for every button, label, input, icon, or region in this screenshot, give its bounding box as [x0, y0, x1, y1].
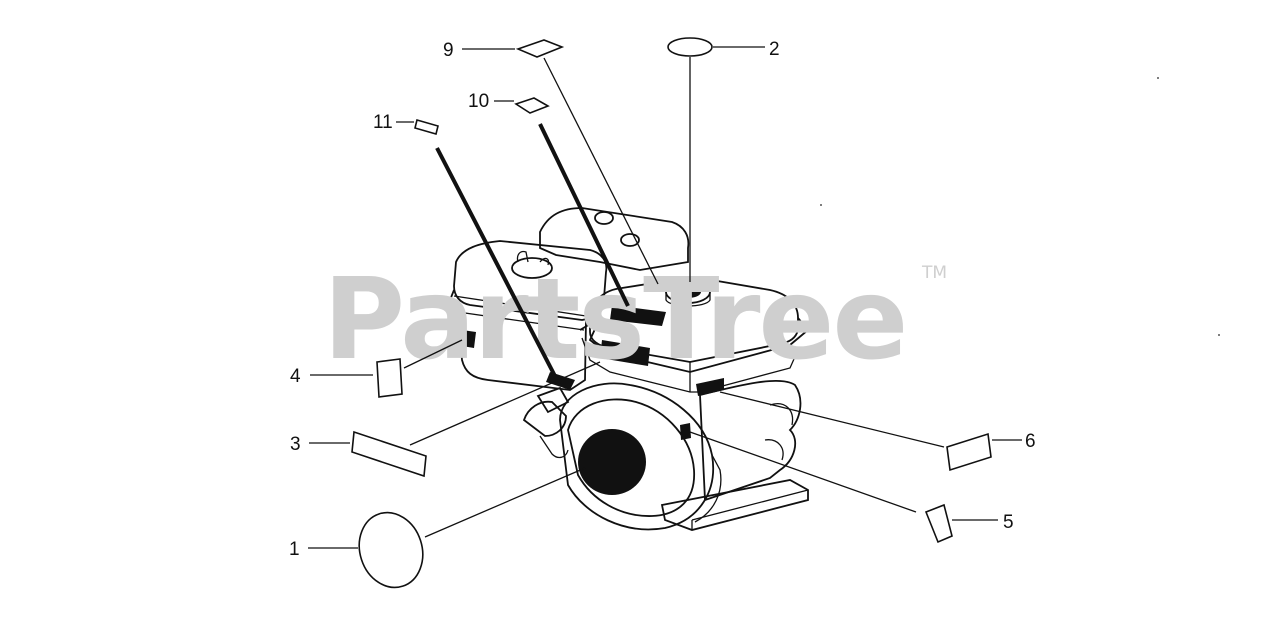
callout-label-1: 1	[289, 539, 300, 560]
part-11-shape	[414, 119, 439, 135]
part-4-shape	[376, 358, 403, 398]
callout-6[interactable]: 6	[719, 391, 1036, 472]
callout-label-2: 2	[769, 39, 780, 60]
part-3-shape	[351, 430, 427, 478]
part-10-shape	[514, 97, 550, 114]
engine-base-plate	[660, 479, 809, 531]
callout-1[interactable]: 1	[289, 467, 586, 596]
scan-specks	[820, 77, 1220, 336]
watermark: PartsTree TM	[323, 255, 947, 385]
callout-3[interactable]: 3	[290, 361, 601, 478]
part-2-shape	[667, 37, 713, 57]
callout-9[interactable]: 9	[443, 39, 659, 285]
callout-4[interactable]: 4	[290, 339, 463, 398]
callout-label-3: 3	[290, 434, 301, 455]
callout-11[interactable]: 11	[373, 112, 558, 379]
part-6-shape	[946, 432, 992, 472]
watermark-trademark: TM	[921, 263, 947, 283]
fuel-tank	[579, 277, 810, 393]
callout-label-10: 10	[468, 91, 489, 112]
callout-label-5: 5	[1003, 512, 1014, 533]
callout-label-9: 9	[443, 40, 454, 61]
starter-handle	[522, 386, 570, 459]
engine-drawing	[448, 207, 810, 531]
callout-label-11: 11	[373, 112, 393, 133]
callout-2[interactable]: 2	[667, 37, 780, 282]
engine-crankcase	[699, 379, 802, 502]
part-9-shape	[515, 39, 565, 58]
callout-5[interactable]: 5	[689, 431, 1014, 544]
recoil-starter	[559, 382, 722, 531]
callout-label-4: 4	[290, 366, 301, 387]
part-5-shape	[924, 503, 953, 544]
callout-label-6: 6	[1025, 431, 1036, 452]
callout-10[interactable]: 10	[468, 91, 630, 307]
muffler-shield	[539, 207, 690, 271]
part-1-shape	[358, 511, 424, 589]
